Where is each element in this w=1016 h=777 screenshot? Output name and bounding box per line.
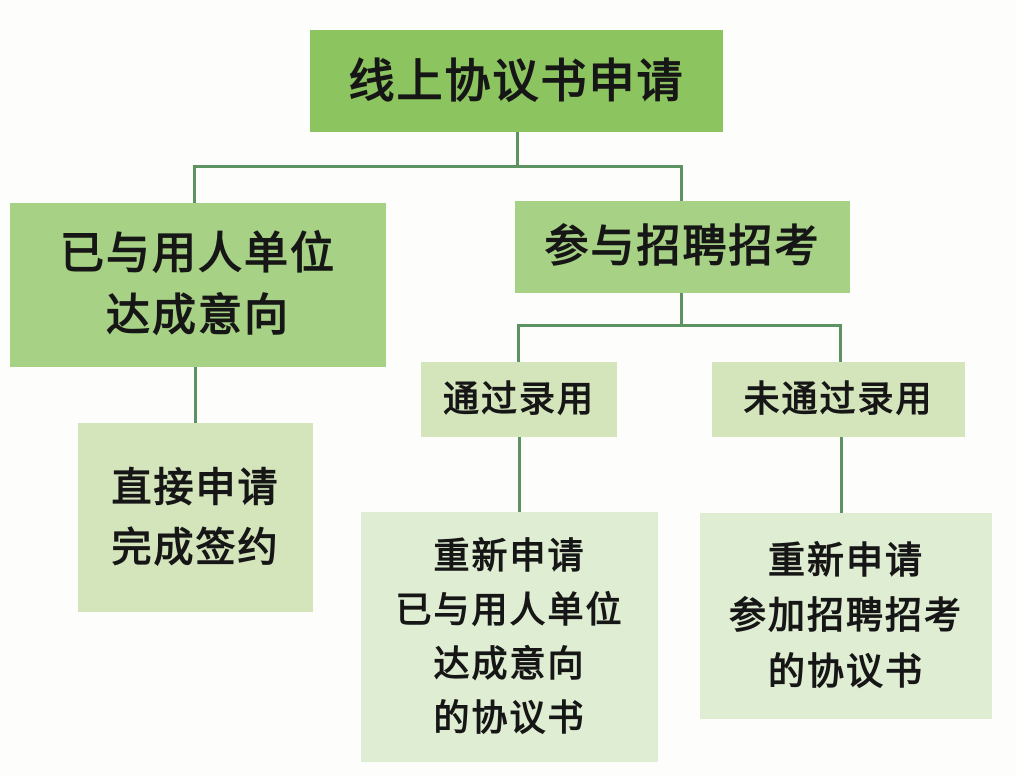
connector-level2-horizontal [517, 324, 842, 327]
node-direct-apply-complete-signing: 直接申请 完成签约 [78, 423, 313, 612]
connector-to-intent-vertical [193, 165, 196, 205]
connector-to-not-hired-vertical [839, 324, 842, 364]
connector-level1-horizontal [193, 165, 683, 168]
connector-recruit-down-vertical [680, 292, 683, 327]
node-participate-recruitment-exam: 参与招聘招考 [515, 201, 850, 293]
connector-to-recruit-vertical [680, 165, 683, 203]
node-online-agreement-application: 线上协议书申请 [310, 30, 723, 132]
connector-intent-to-direct-sign [194, 367, 197, 425]
connector-to-hired-vertical [517, 324, 520, 364]
node-reapply-employer-intention-agreement: 重新申请 已与用人单位 达成意向 的协议书 [361, 512, 658, 762]
connector-root-vertical [516, 132, 519, 168]
connector-not-hired-to-reapply [840, 437, 843, 515]
node-passed-employment: 通过录用 [421, 362, 617, 437]
node-employer-intention-reached: 已与用人单位 达成意向 [10, 203, 386, 367]
node-reapply-recruitment-exam-agreement: 重新申请 参加招聘招考 的协议书 [700, 513, 992, 719]
node-not-passed-employment: 未通过录用 [712, 362, 965, 437]
connector-hired-to-reapply-intent [518, 437, 521, 514]
